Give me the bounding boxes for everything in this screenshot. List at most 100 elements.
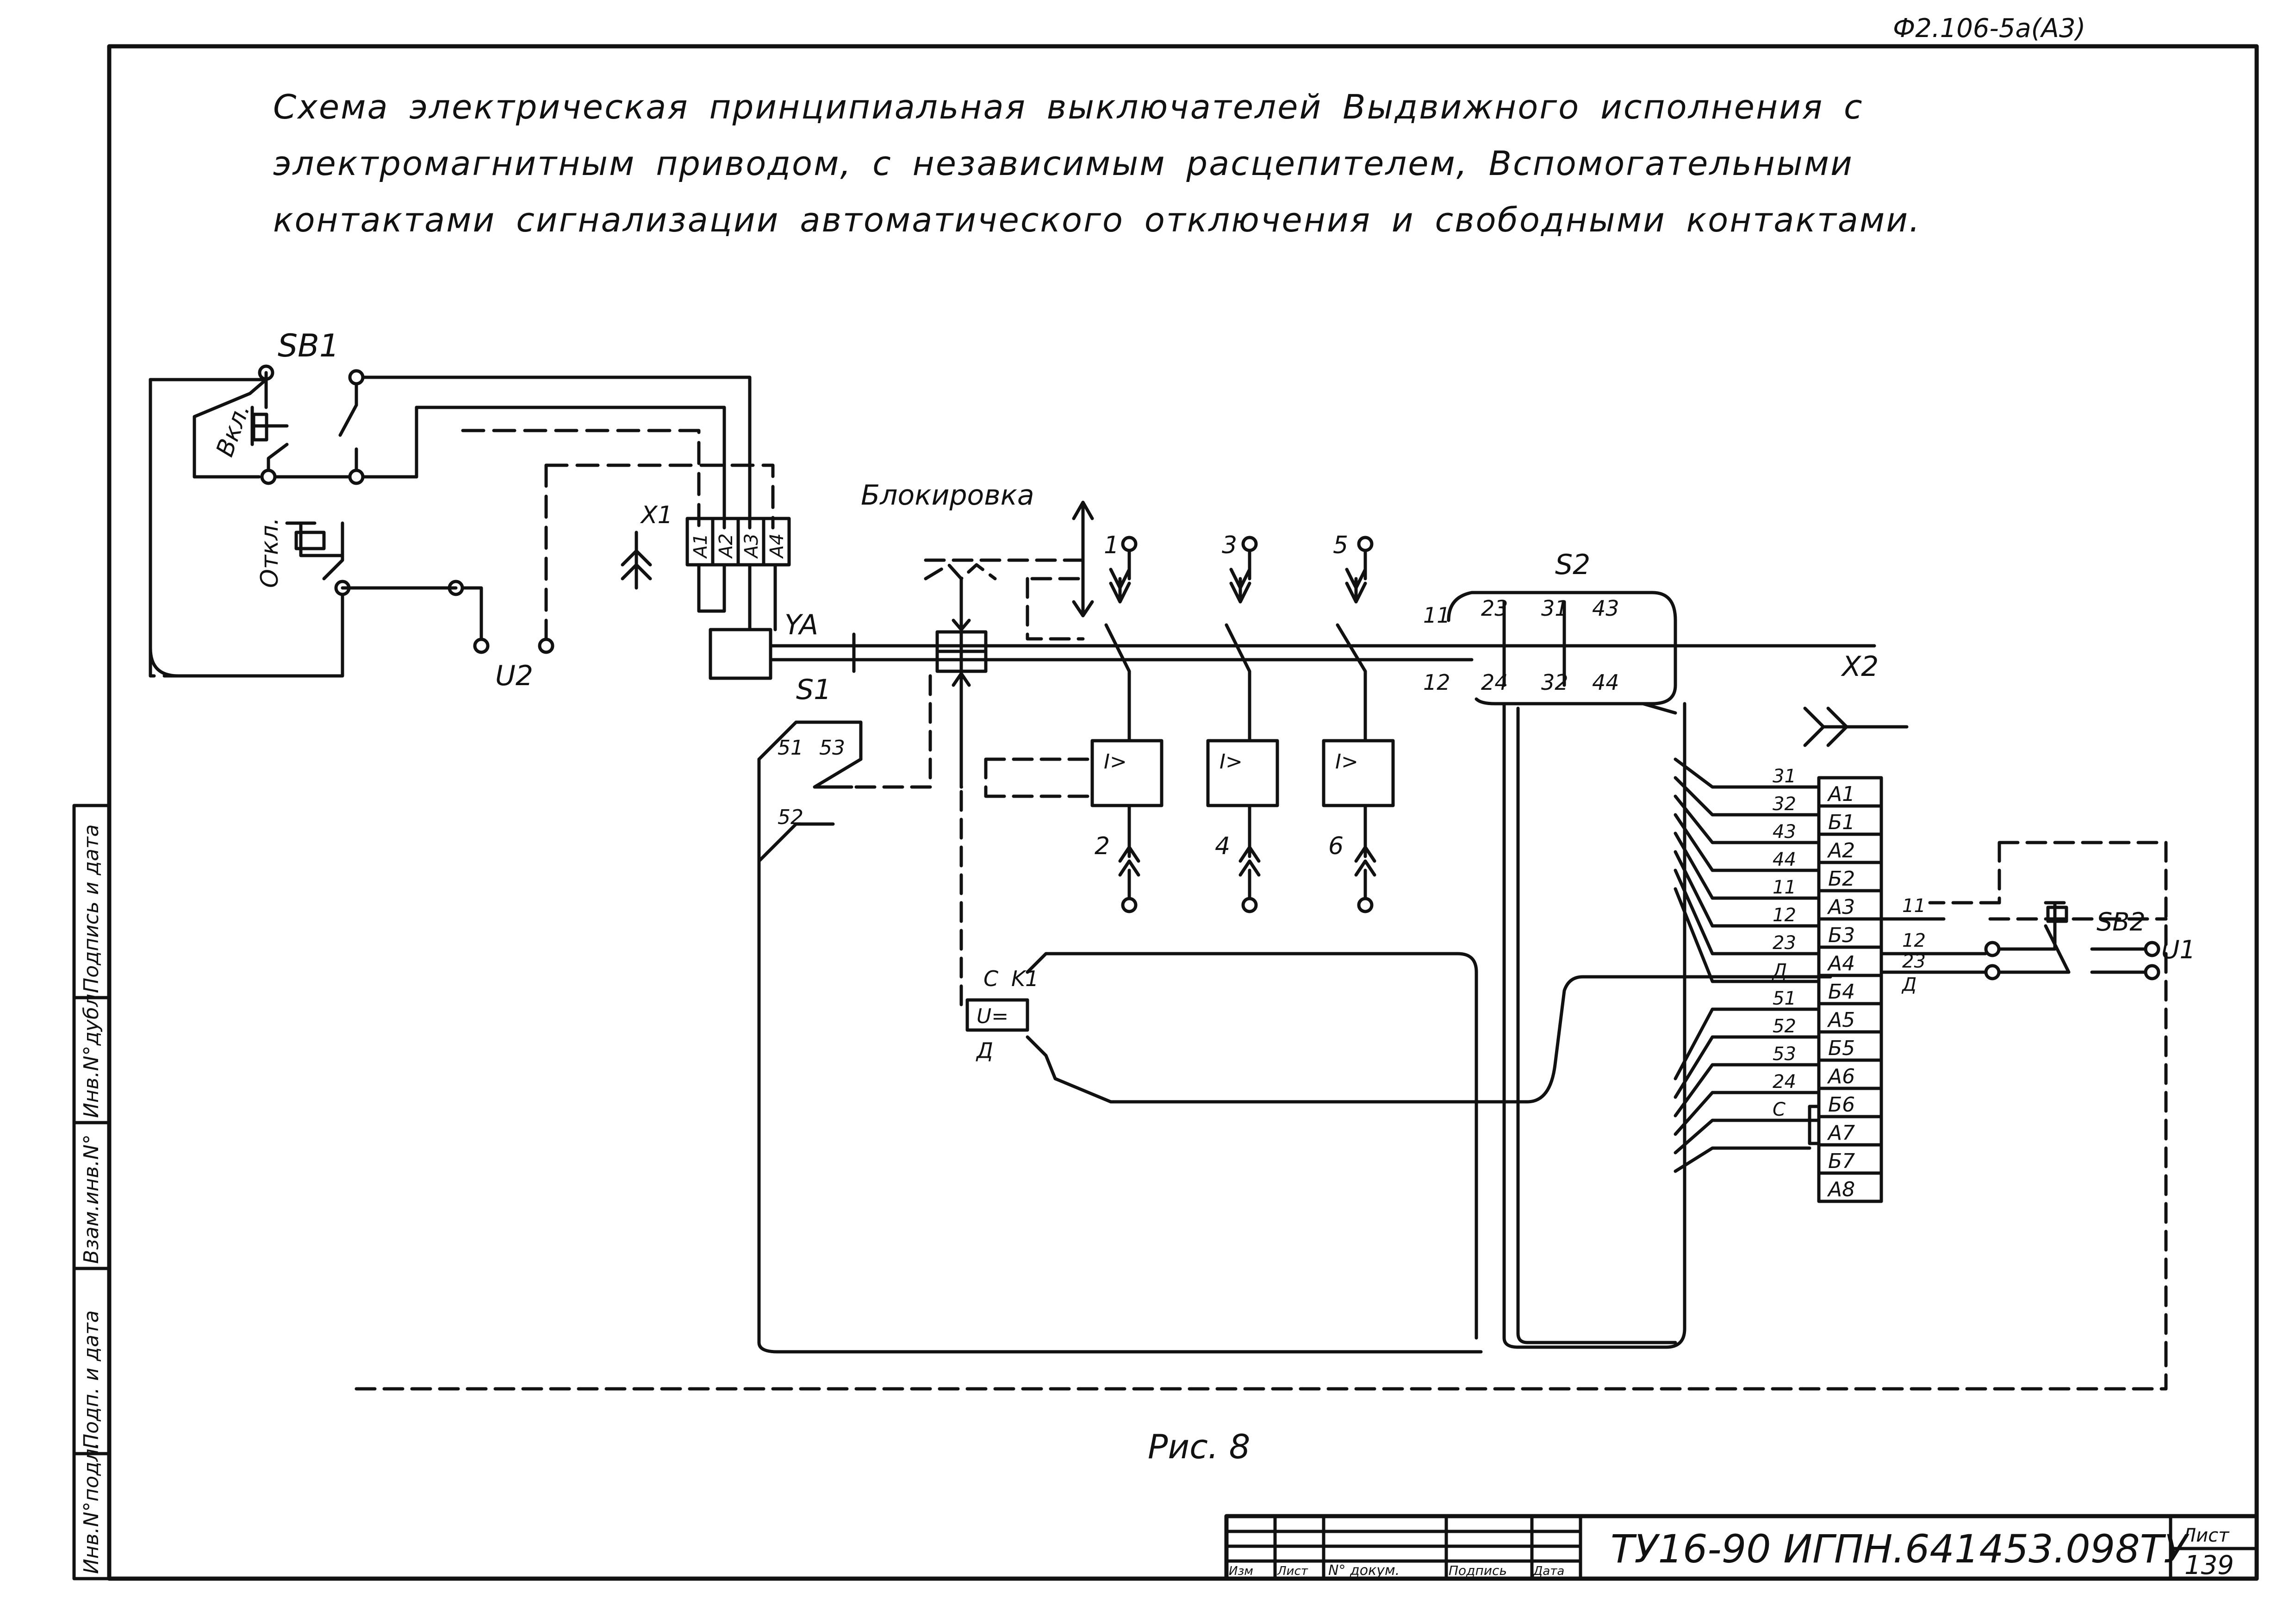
- wire-23: 23: [1773, 932, 1796, 954]
- pole-3: 3: [1222, 531, 1237, 559]
- s2-11: 11: [1423, 603, 1450, 628]
- x2-pin-a4: А4: [1827, 952, 1855, 975]
- x2-pin-a6: А6: [1827, 1065, 1855, 1088]
- trip-unit-2: I>: [1220, 750, 1243, 774]
- poles: [1090, 536, 1395, 913]
- x2-pin-b3: Б3: [1828, 924, 1855, 947]
- label-s2: S2: [1555, 549, 1590, 581]
- s1-53: 53: [819, 736, 845, 760]
- s2-12: 12: [1423, 670, 1450, 695]
- label-u2: U2: [495, 660, 533, 692]
- sheet-label: Лист: [2181, 1525, 2230, 1546]
- out-wire-12: 12: [1902, 930, 1926, 951]
- x2-pin-b5: Б5: [1828, 1037, 1855, 1060]
- s2-44: 44: [1592, 670, 1619, 695]
- x1-connector: [621, 517, 791, 631]
- wire-53: 53: [1773, 1043, 1796, 1065]
- x1-pin-4: А4: [766, 533, 788, 559]
- ya-coil: [709, 628, 772, 680]
- x1-pin-1: А1: [690, 533, 711, 559]
- x2-pin-b2: Б2: [1828, 867, 1855, 891]
- x1-pin-2: А2: [716, 533, 737, 559]
- label-off: Откл.: [256, 518, 284, 588]
- sheet-number: 139: [2184, 1550, 2234, 1580]
- stamp-col-list: Лист: [1277, 1564, 1308, 1578]
- form-code: Ф2.106-5а(А3): [1893, 13, 2085, 44]
- s2-32: 32: [1541, 670, 1568, 695]
- x2-pin-a5: А5: [1827, 1008, 1855, 1032]
- stamp-col-date: Дата: [1533, 1564, 1564, 1578]
- document-code: ТУ16-90 ИГПН.641453.098ТУ: [1611, 1526, 2190, 1572]
- label-x1: X1: [640, 501, 673, 529]
- side-field-5: Инв.N°подл.: [80, 1442, 103, 1574]
- out-wire-11: 11: [1902, 895, 1926, 917]
- s1-51: 51: [778, 736, 803, 760]
- x2-pin-a7: А7: [1827, 1121, 1855, 1145]
- s2-31: 31: [1541, 596, 1568, 621]
- s1-contact: [757, 720, 1483, 1354]
- wire-c: С: [1773, 1099, 1786, 1120]
- k1-relay: [965, 952, 1832, 1340]
- x2-pin-b4: Б4: [1828, 980, 1855, 1004]
- pole-2: 2: [1095, 832, 1110, 860]
- label-k1-coil: U=: [977, 1005, 1008, 1028]
- label-k1-d: Д: [976, 1038, 993, 1063]
- interlock: [935, 500, 1094, 789]
- label-sb2: SB2: [2097, 907, 2146, 937]
- wire-24: 24: [1773, 1071, 1796, 1093]
- pole-4: 4: [1215, 832, 1230, 860]
- out-wire-23: 23: [1902, 951, 1926, 972]
- side-field-3: Взам.инв.N°: [80, 1134, 103, 1264]
- title-block: [1224, 1514, 2259, 1581]
- x2-pin-a3: А3: [1827, 895, 1855, 919]
- x2-connector: [1674, 706, 2160, 1203]
- s1-52: 52: [778, 806, 803, 829]
- label-on: Вкл.: [211, 400, 255, 460]
- side-field-2: Инв.N°дубл.: [80, 987, 103, 1118]
- pole-6: 6: [1328, 832, 1344, 860]
- x2-pin-b7: Б7: [1828, 1149, 1855, 1173]
- figure-caption: Рис. 8: [1148, 1427, 1250, 1466]
- stamp-col-doc: N° докум.: [1328, 1562, 1400, 1579]
- x1-pin-3: А3: [741, 533, 762, 559]
- x2-pin-a2: А2: [1827, 839, 1855, 862]
- wire-32: 32: [1773, 793, 1796, 815]
- wire-51: 51: [1773, 988, 1796, 1009]
- side-strip: [72, 804, 111, 1580]
- x2-pin-b1: Б1: [1828, 811, 1855, 834]
- pole-1: 1: [1104, 531, 1119, 559]
- s2-contacts: [1447, 591, 1686, 1349]
- schematic-labels: Ф2.106-5а(А3) SB1 Вкл. Откл. U2 X1 А1 А2…: [211, 13, 2234, 1580]
- label-interlock: Блокировка: [861, 479, 1034, 512]
- label-k1-c: С: [983, 966, 998, 991]
- stamp-col-sign: Подпись: [1449, 1563, 1507, 1578]
- wire-44: 44: [1773, 849, 1796, 870]
- interlock-dashed: [355, 558, 2168, 1391]
- s2-24: 24: [1481, 670, 1508, 695]
- wire-52: 52: [1773, 1016, 1796, 1037]
- label-k1: K1: [1011, 966, 1039, 991]
- stamp-col-izm: Изм: [1229, 1564, 1253, 1578]
- out-wire-d: Д: [1901, 974, 1916, 995]
- dashed-wires-sb1: [149, 378, 775, 678]
- wire-31: 31: [1773, 766, 1796, 787]
- s2-23: 23: [1481, 596, 1508, 621]
- label-s1: S1: [796, 674, 831, 706]
- wire-12: 12: [1773, 905, 1796, 926]
- drawing-title: Схема электрическая принципиальная выклю…: [273, 87, 1921, 239]
- x2-pin-a8: А8: [1827, 1178, 1855, 1201]
- trip-unit-1: I>: [1104, 750, 1127, 774]
- label-u1: U1: [2161, 935, 2196, 964]
- label-sb1: SB1: [278, 328, 339, 364]
- label-ya: YA: [784, 609, 818, 641]
- x2-pin-b6: Б6: [1828, 1093, 1855, 1117]
- label-x2: X2: [1841, 650, 1879, 683]
- pole-5: 5: [1333, 531, 1348, 559]
- side-field-1: Подпись и дата: [80, 824, 103, 993]
- drawing-frame: [107, 44, 2259, 1581]
- x2-pin-a1: А1: [1827, 782, 1855, 806]
- side-field-4: Подп. и дата: [80, 1310, 103, 1449]
- wire-43: 43: [1773, 821, 1796, 843]
- wire-d: Д: [1772, 960, 1787, 981]
